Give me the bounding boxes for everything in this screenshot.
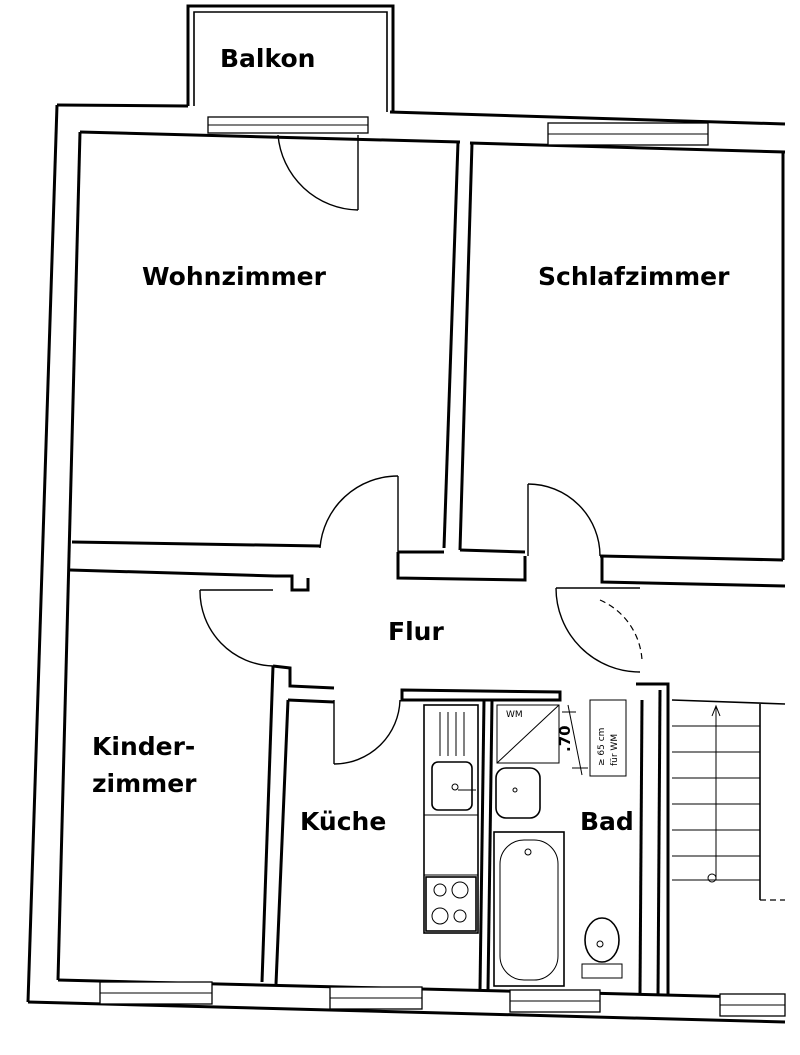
interior-walls <box>69 141 786 997</box>
door-entrance <box>555 587 641 673</box>
room-labels: Balkon Wohnzimmer Schlafzimmer Flur Kind… <box>92 44 730 836</box>
staircase <box>671 699 786 901</box>
drainboard <box>439 712 465 756</box>
kitchen-sink <box>431 761 473 811</box>
bath-fixtures: WM .70 ≥ 65 cm für WM <box>493 699 627 987</box>
toilet <box>584 917 620 963</box>
label-kueche: Küche <box>300 807 386 836</box>
wm-area <box>496 704 560 764</box>
stove <box>425 876 477 932</box>
doors <box>199 134 643 765</box>
kitchen-fixtures <box>423 704 479 934</box>
label-bad: Bad <box>580 807 634 836</box>
door-kueche <box>333 699 401 765</box>
washbasin <box>495 767 541 819</box>
door-kinderzimmer <box>199 589 274 667</box>
label-wohnzimmer: Wohnzimmer <box>142 262 327 291</box>
door-schlafzimmer <box>527 483 601 557</box>
wm-note-line2: für WM <box>610 734 620 766</box>
label-kinderzimmer-line1: Kinder- <box>92 732 195 761</box>
door-balkon <box>277 134 359 211</box>
dimension-label: .70 <box>556 725 574 752</box>
door-wohnzimmer <box>319 475 399 549</box>
bathtub <box>493 831 565 987</box>
label-balkon: Balkon <box>220 44 315 73</box>
label-schlafzimmer: Schlafzimmer <box>538 262 730 291</box>
windows <box>99 116 786 1017</box>
wm-label: WM <box>506 710 523 720</box>
balcony <box>186 4 395 112</box>
label-flur: Flur <box>388 617 444 646</box>
toilet-cistern <box>581 963 623 979</box>
label-kinderzimmer-line2: zimmer <box>92 769 197 798</box>
outer-walls <box>26 103 786 1024</box>
wm-note-line1: ≥ 65 cm <box>597 728 607 766</box>
